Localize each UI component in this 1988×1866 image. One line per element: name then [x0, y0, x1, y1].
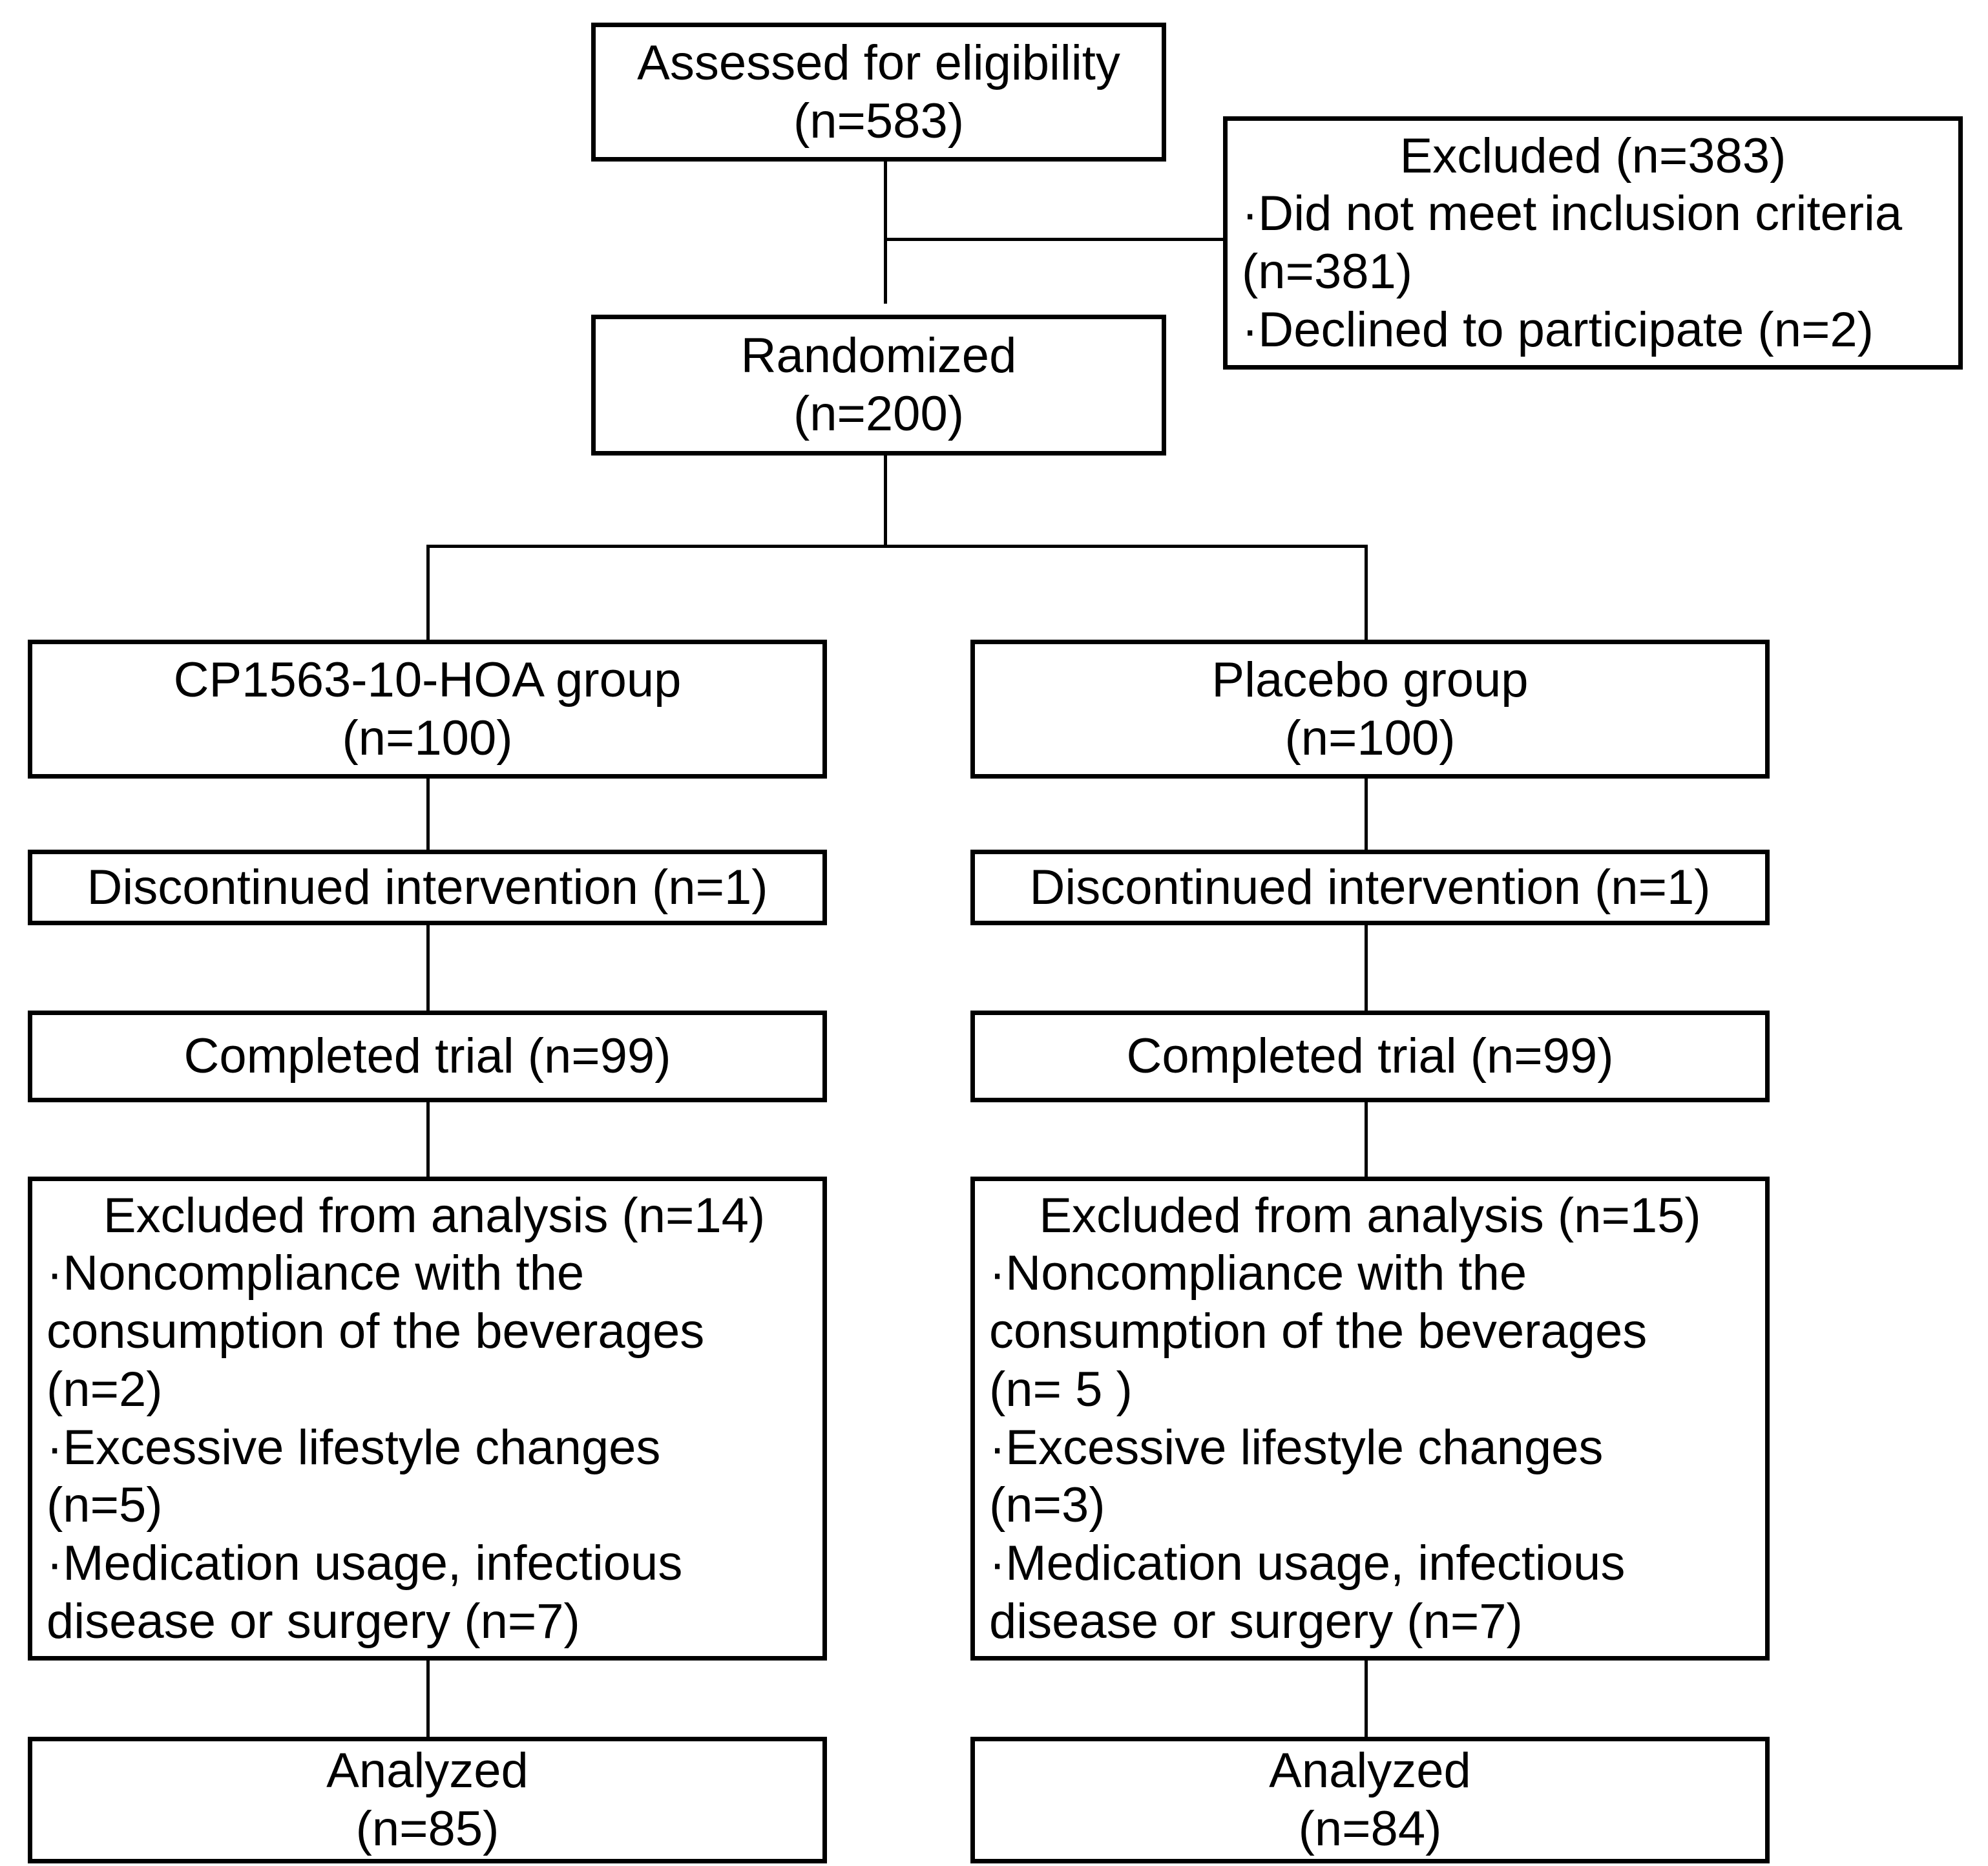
treatment-analyzed-line-2: (n=85) [355, 1801, 499, 1856]
node-treatment-discontinued: Discontinued intervention (n=1) [28, 850, 827, 925]
connector-left-discontinued-to-completed [426, 925, 430, 1011]
treatment-discontinued-label: Discontinued intervention (n=1) [87, 859, 768, 915]
excluded-screening-item-2: ·Declined to participate (n=2) [1242, 302, 1874, 357]
node-treatment-arm: CP1563-10-HOA group (n=100) [28, 640, 827, 779]
connector-right-excluded-to-analyzed [1365, 1661, 1368, 1737]
connector-right-completed-to-excluded [1365, 1102, 1368, 1177]
connector-split-to-left-arm [426, 545, 430, 640]
placebo-excluded-item-2-count: (n=3) [989, 1478, 1105, 1533]
placebo-excluded-item-1a: ·Noncompliance with the [989, 1246, 1527, 1301]
node-assessed-for-eligibility: Assessed for eligibility (n=583) [591, 23, 1166, 162]
treatment-excluded-item-3a: ·Medication usage, infectious [47, 1535, 683, 1591]
node-treatment-excluded-from-analysis: Excluded from analysis (n=14) ·Noncompli… [28, 1177, 827, 1661]
connector-left-completed-to-excluded [426, 1102, 430, 1177]
treatment-excluded-item-1b: consumption of the beverages [47, 1304, 705, 1359]
excluded-screening-heading: Excluded (n=383) [1399, 128, 1786, 183]
connector-left-excluded-to-analyzed [426, 1661, 430, 1737]
assessed-line-2: (n=583) [793, 93, 965, 149]
connector-left-arm-to-discontinued [426, 779, 430, 850]
placebo-excluded-item-1b: consumption of the beverages [989, 1304, 1648, 1359]
excluded-screening-item-1-count: (n=381) [1242, 244, 1413, 299]
treatment-analyzed-line-1: Analyzed [326, 1743, 528, 1799]
treatment-excluded-item-1-count: (n=2) [47, 1361, 163, 1417]
placebo-excluded-heading: Excluded from analysis (n=15) [1039, 1188, 1701, 1243]
assessed-line-1: Assessed for eligibility [637, 35, 1120, 90]
node-placebo-excluded-from-analysis: Excluded from analysis (n=15) ·Noncompli… [970, 1177, 1770, 1661]
connector-assessed-to-excluded [884, 238, 1226, 241]
placebo-completed-label: Completed trial (n=99) [1126, 1029, 1614, 1084]
treatment-excluded-item-1a: ·Noncompliance with the [47, 1246, 585, 1301]
placebo-discontinued-label: Discontinued intervention (n=1) [1029, 859, 1711, 915]
node-placebo-arm: Placebo group (n=100) [970, 640, 1770, 779]
randomized-line-2: (n=200) [793, 386, 965, 441]
connector-right-arm-to-discontinued [1365, 779, 1368, 850]
node-randomized: Randomized (n=200) [591, 315, 1166, 456]
treatment-excluded-heading: Excluded from analysis (n=14) [89, 1188, 766, 1243]
node-treatment-completed: Completed trial (n=99) [28, 1011, 827, 1102]
treatment-excluded-item-3b: disease or surgery (n=7) [47, 1593, 580, 1649]
connector-split-to-right-arm [1365, 545, 1368, 640]
node-placebo-discontinued: Discontinued intervention (n=1) [970, 850, 1770, 925]
placebo-analyzed-line-2: (n=84) [1298, 1801, 1442, 1856]
treatment-arm-line-2: (n=100) [342, 710, 513, 766]
treatment-arm-line-1: CP1563-10-HOA group [173, 652, 682, 708]
connector-randomization-split [426, 545, 1366, 548]
placebo-excluded-item-3b: disease or surgery (n=7) [989, 1593, 1523, 1649]
treatment-excluded-item-2-count: (n=5) [47, 1478, 163, 1533]
placebo-arm-line-1: Placebo group [1211, 652, 1529, 708]
placebo-excluded-item-2: ·Excessive lifestyle changes [989, 1420, 1604, 1475]
placebo-excluded-item-1-count: (n= 5 ) [989, 1361, 1133, 1417]
placebo-excluded-item-3a: ·Medication usage, infectious [989, 1535, 1626, 1591]
connector-assessed-to-randomized [884, 160, 887, 304]
placebo-analyzed-line-1: Analyzed [1269, 1743, 1471, 1799]
node-excluded-at-screening: Excluded (n=383) ·Did not meet inclusion… [1223, 116, 1963, 370]
treatment-excluded-item-2: ·Excessive lifestyle changes [47, 1420, 661, 1475]
connector-randomized-down [884, 456, 887, 546]
treatment-completed-label: Completed trial (n=99) [183, 1029, 671, 1084]
node-treatment-analyzed: Analyzed (n=85) [28, 1737, 827, 1863]
node-placebo-analyzed: Analyzed (n=84) [970, 1737, 1770, 1863]
randomized-line-1: Randomized [740, 328, 1017, 384]
excluded-screening-item-1: ·Did not meet inclusion criteria [1242, 186, 1903, 242]
node-placebo-completed: Completed trial (n=99) [970, 1011, 1770, 1102]
connector-right-discontinued-to-completed [1365, 925, 1368, 1011]
placebo-arm-line-2: (n=100) [1284, 710, 1456, 766]
